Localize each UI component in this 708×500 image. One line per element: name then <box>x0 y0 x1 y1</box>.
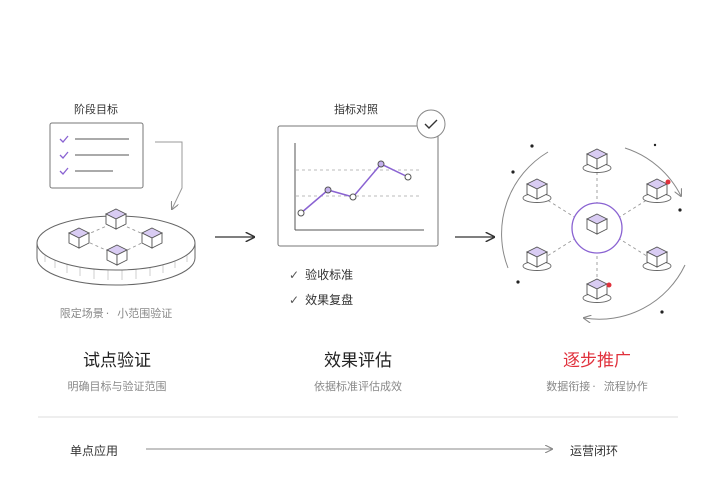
cube-icon <box>526 246 548 268</box>
cube-icon <box>586 213 608 235</box>
stage1-caption: 限定场景·小范围验证 <box>59 307 173 320</box>
check-row: ✓效果复盘 <box>289 293 354 307</box>
timeline-end-label: 运营闭环 <box>570 444 619 458</box>
check-icon <box>59 167 69 175</box>
cube-icon <box>586 148 608 170</box>
stage3-title: 逐步推广 <box>563 351 631 371</box>
cube-icon <box>646 246 668 268</box>
stage2-top-label: 指标对照 <box>334 103 378 116</box>
metrics-chart-panel <box>277 125 439 247</box>
check-icon <box>59 151 69 159</box>
pilot-platform <box>36 208 196 286</box>
check-icon <box>59 135 69 143</box>
stage3-subtitle: 数据衔接·流程协作 <box>546 380 648 393</box>
check-row: ✓验收标准 <box>289 268 354 282</box>
approved-check-icon <box>416 109 446 139</box>
stage2-subtitle: 依据标准评估成效 <box>314 380 402 393</box>
check-icon: ✓ <box>289 268 300 282</box>
cube-icon <box>586 278 608 300</box>
stage1-subtitle: 明确目标与验证范围 <box>67 380 167 393</box>
status-dot <box>665 179 671 185</box>
cube-icon <box>526 178 548 200</box>
cube-icon <box>105 208 127 230</box>
stage2-title: 效果评估 <box>324 351 392 371</box>
timeline-start-label: 单点应用 <box>70 444 119 458</box>
check-icon: ✓ <box>289 293 300 307</box>
card-to-platform-arrow <box>155 141 183 209</box>
cube-icon <box>141 227 163 249</box>
cube-icon <box>68 227 90 249</box>
checklist-card <box>49 122 144 189</box>
cube-icon <box>106 244 128 266</box>
stage1-top-label: 阶段目标 <box>74 103 118 116</box>
cube-icon <box>646 178 668 200</box>
stage1-title: 试点验证 <box>83 351 151 371</box>
status-dot <box>606 282 612 288</box>
rollout-network <box>501 143 686 319</box>
